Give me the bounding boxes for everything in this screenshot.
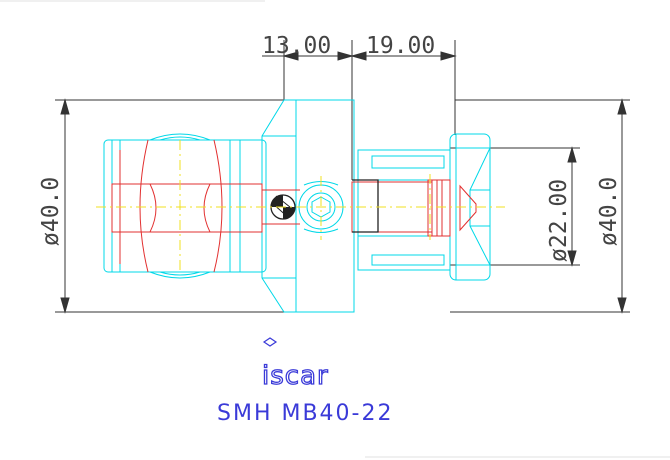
- logo-text: iscar: [262, 361, 329, 391]
- offset-line: [352, 179, 379, 233]
- iscar-logo: iscar: [261, 337, 329, 392]
- center-lines: [96, 140, 505, 272]
- dim-left-diameter: ø40.0: [38, 177, 64, 246]
- part-designation: SMH MB40-22: [217, 401, 393, 426]
- dim-right-diameter-large: ø40.0: [596, 177, 622, 246]
- dimension-lines: [55, 40, 630, 314]
- dim-right-diameter-small: ø22.00: [546, 179, 572, 262]
- dim-top-right: 19.00: [366, 33, 435, 59]
- dim-top-left: 13.00: [262, 33, 331, 59]
